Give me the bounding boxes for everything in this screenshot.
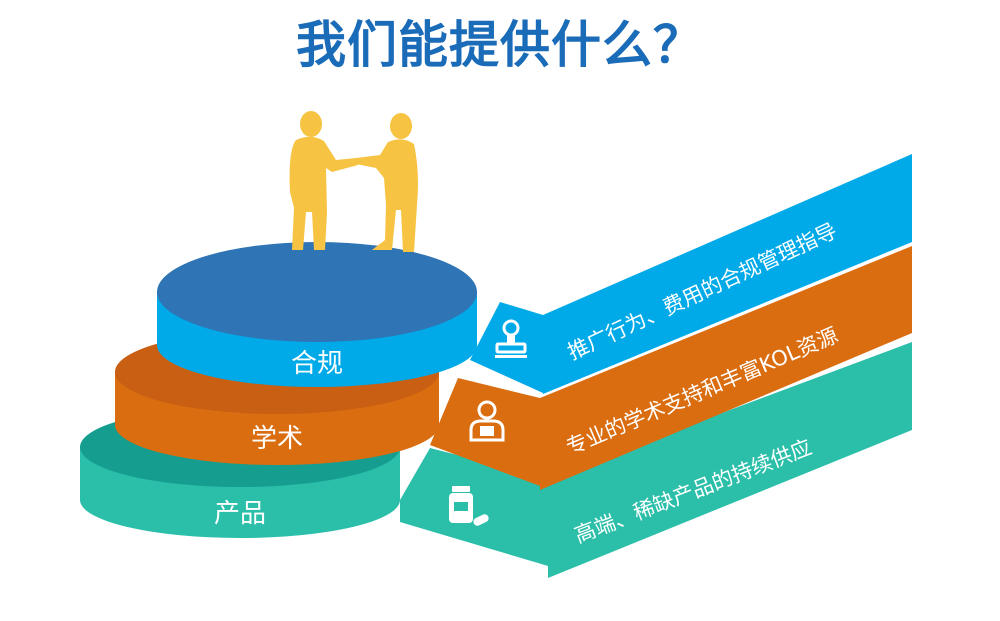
medicine-bottle-icon — [449, 486, 489, 526]
compliance-ribbon-connector — [470, 302, 543, 393]
product-ribbon — [548, 342, 912, 578]
product-label: 产品 — [214, 499, 266, 529]
academic-label: 学术 — [251, 424, 303, 454]
compliance-ribbon — [543, 154, 912, 394]
page-title: 我们能提供什么？ — [296, 16, 704, 74]
right-businessman-icon — [356, 113, 418, 252]
academic-ribbon — [540, 246, 912, 490]
compliance-label: 合规 — [291, 349, 343, 379]
doctor-icon — [469, 400, 505, 442]
left-businessman-icon — [289, 111, 358, 250]
product-ribbon-connector — [400, 448, 548, 566]
handshake-figures — [289, 111, 418, 252]
compliance-disk-top — [157, 242, 477, 342]
stamp-icon — [495, 319, 527, 358]
